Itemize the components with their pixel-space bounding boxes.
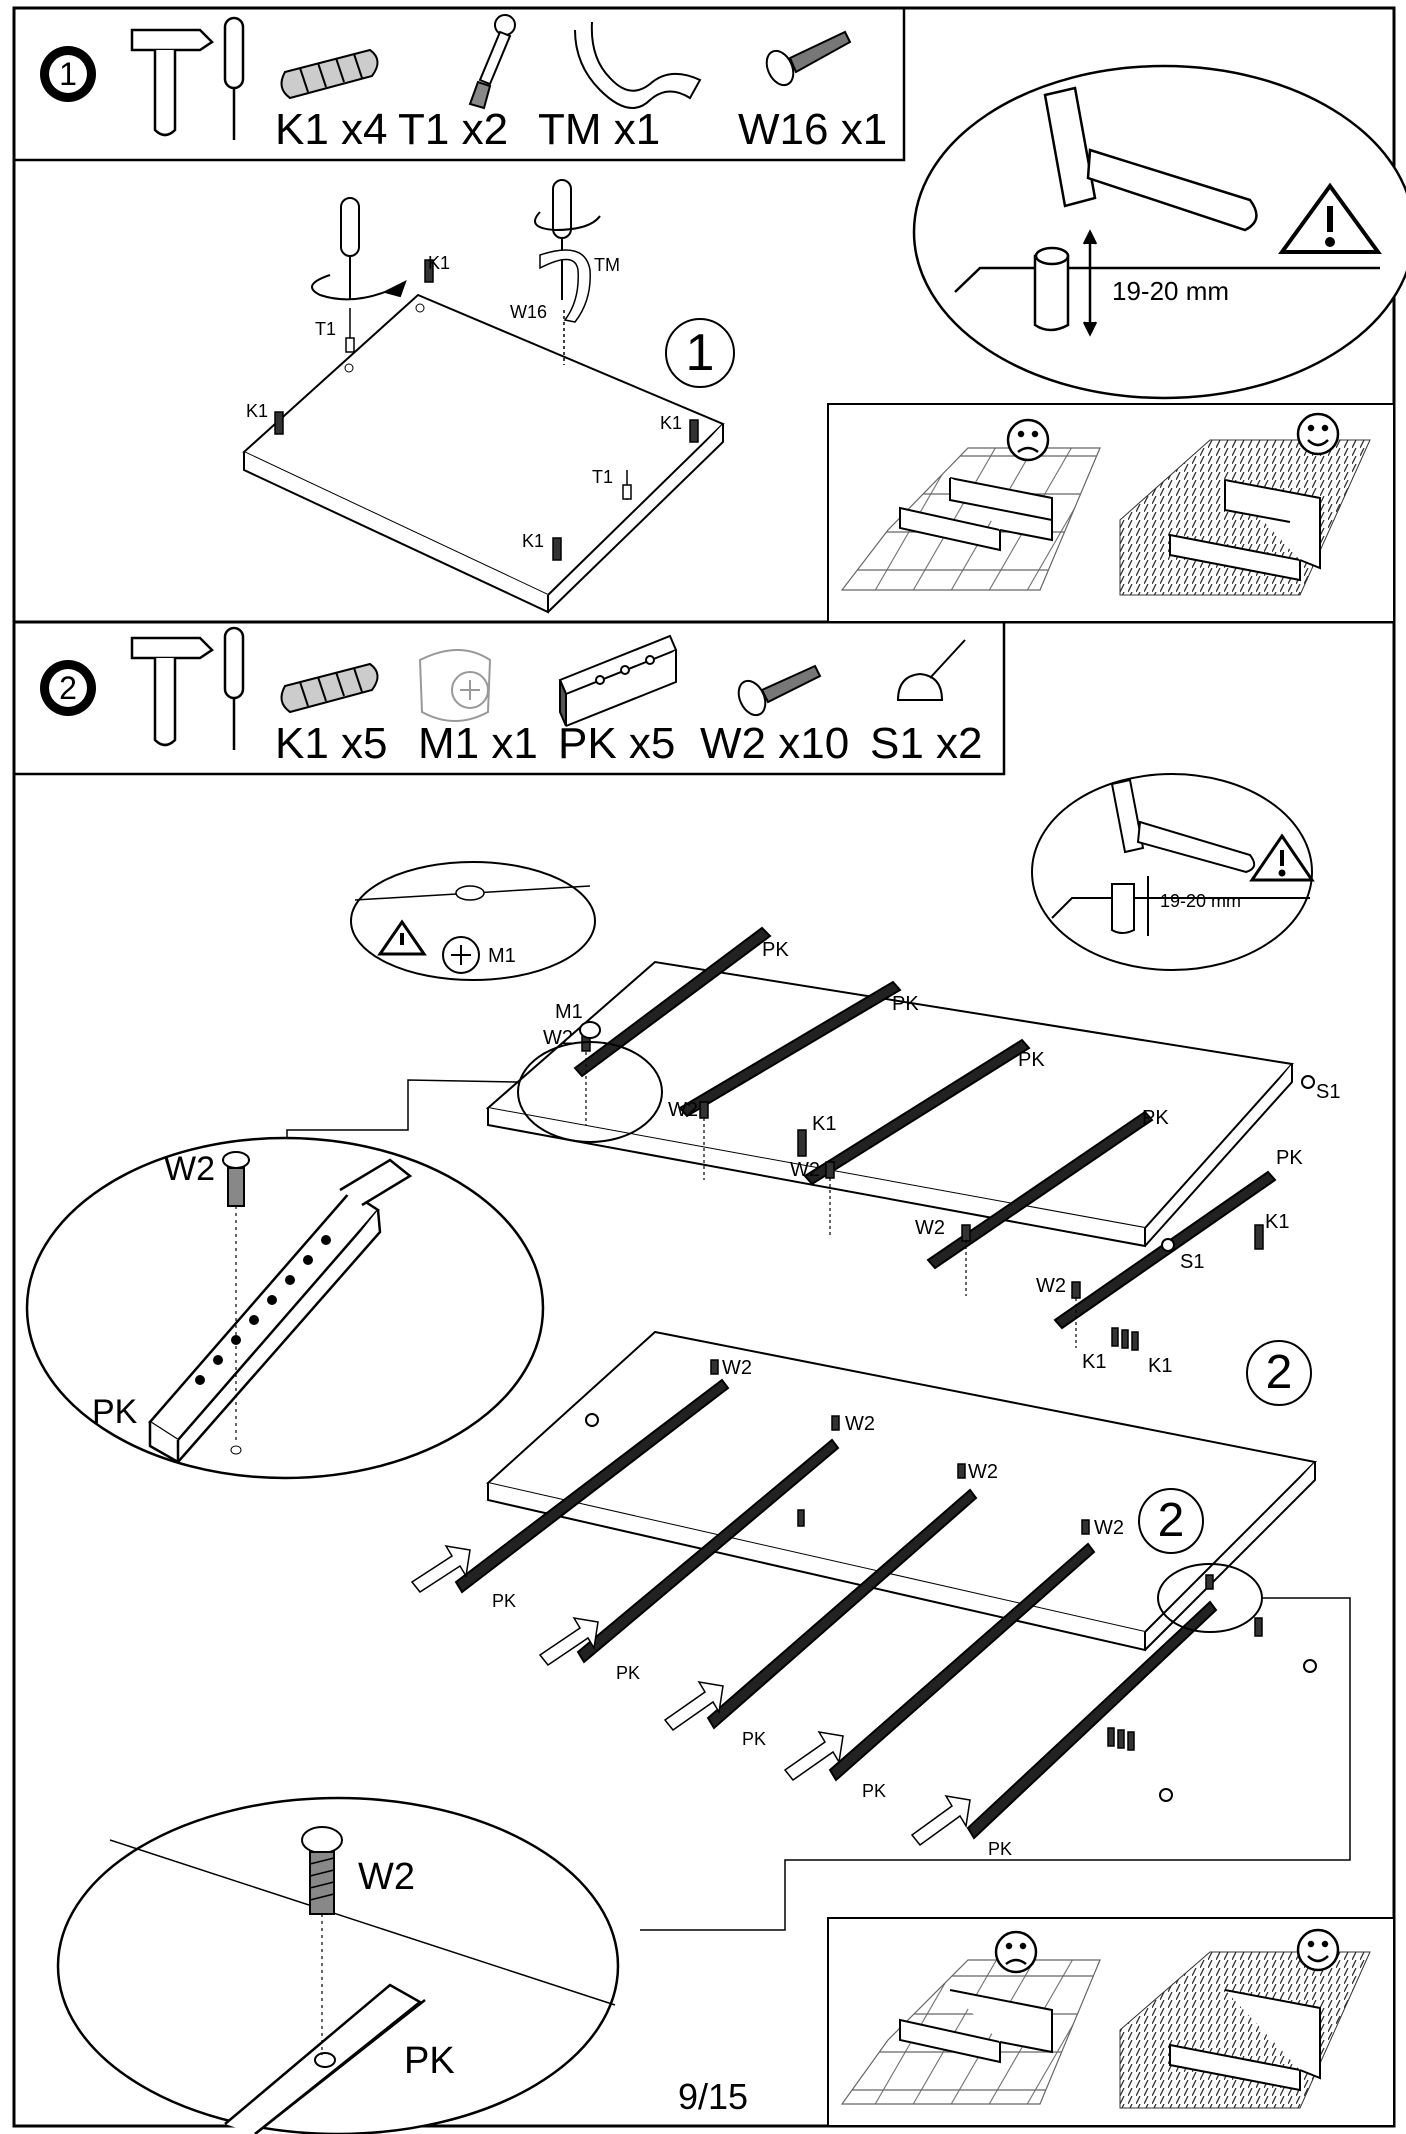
label-w2: W2: [1094, 1517, 1124, 1539]
screw-icon-2: [737, 664, 822, 717]
cam-lock-icon: [418, 649, 492, 722]
sad-face-icon-2: [994, 1930, 1038, 1974]
label-pk: PK: [616, 1663, 641, 1683]
rail-profile-icon: [558, 634, 678, 727]
label-pk: PK: [1142, 1107, 1169, 1129]
label-pk: PK: [862, 1781, 887, 1801]
part-label-k1: K1 x4: [275, 105, 388, 154]
label-pk: PK: [742, 1729, 767, 1749]
screw-detail-bubble: [56, 1796, 620, 2134]
label-k1: K1: [1265, 1211, 1290, 1233]
label-w2: W2: [968, 1461, 998, 1483]
rails-upper: [573, 926, 1277, 1330]
part-label-s1: S1 x2: [870, 719, 983, 768]
label-w2-zoom: W2: [358, 1856, 415, 1898]
label-w2: W2: [790, 1159, 820, 1181]
rails-lower: [454, 1378, 1218, 1840]
step-2-number: 2: [49, 669, 87, 707]
dowel-icon: [280, 48, 379, 100]
label-t1: T1: [315, 319, 337, 339]
label-s1: S1: [1316, 1081, 1341, 1103]
label-m1: M1: [555, 1001, 583, 1023]
part-label-w16: W16 x1: [738, 105, 888, 154]
label-m1: M1: [488, 945, 516, 967]
warning-icon-1: [1278, 182, 1382, 254]
panel-2-callout-lower: 2: [1138, 1488, 1204, 1554]
panel-2-upper: [485, 960, 1294, 1248]
hammer-icon: [130, 28, 214, 137]
step-1-number: 1: [49, 55, 87, 93]
label-pk: PK: [1276, 1147, 1303, 1169]
part-label-pk: PK x5: [558, 719, 676, 768]
label-k1: K1: [660, 413, 683, 433]
label-k1: K1: [812, 1113, 837, 1135]
screwdriver-icon: [223, 16, 245, 140]
panel-2-number: 2: [1157, 1494, 1185, 1547]
label-k1: K1: [428, 253, 451, 273]
label-k1: K1: [1148, 1355, 1173, 1377]
label-pk: PK: [988, 1839, 1013, 1859]
happy-face-icon-2: [1296, 1928, 1340, 1972]
label-w2: W2: [722, 1357, 752, 1379]
label-s1: S1: [1180, 1251, 1205, 1273]
label-t1: T1: [592, 467, 614, 487]
glide-icon: [896, 639, 966, 701]
label-k1: K1: [522, 531, 545, 551]
panel-2-callout-upper: 2: [1246, 1340, 1312, 1406]
part-label-t1: T1 x2: [398, 105, 509, 154]
label-w2: W2: [1036, 1275, 1066, 1297]
dowel-icon-2: [280, 662, 379, 714]
bolt-icon: [468, 14, 516, 110]
label-w2-detail: W2: [164, 1150, 215, 1188]
label-w2: W2: [845, 1413, 875, 1435]
label-pk-zoom: PK: [404, 2040, 455, 2082]
label-w16: W16: [510, 302, 548, 322]
panel-1-number: 1: [685, 324, 715, 382]
part-label-w2: W2 x10: [700, 719, 850, 768]
part-label-k1-2: K1 x5: [275, 719, 388, 768]
label-w2: W2: [668, 1099, 698, 1121]
panel-2-lower: [485, 1330, 1318, 1652]
label-pk: PK: [1018, 1049, 1045, 1071]
sad-face-icon-1: [1006, 418, 1050, 462]
cam-lock-small-icon: [442, 936, 480, 974]
label-pk: PK: [492, 1591, 517, 1611]
part-label-m1: M1 x1: [418, 719, 538, 768]
label-pk: PK: [762, 939, 789, 961]
panel-2-number: 2: [1265, 1346, 1293, 1399]
hammer-icon-2: [130, 636, 214, 747]
screwdriver-icon-2: [223, 626, 245, 750]
warning-icon-2: [1249, 833, 1315, 882]
template-strip-icon: [574, 21, 702, 109]
label-pk: PK: [892, 993, 919, 1015]
screw-icon: [765, 30, 852, 87]
label-w2: W2: [915, 1217, 945, 1239]
step-1-badge: 1: [40, 46, 96, 102]
label-w2: W2: [543, 1027, 573, 1049]
label-k1: K1: [246, 401, 269, 421]
measure-label-2: 19-20 mm: [1160, 891, 1242, 911]
happy-face-icon-1: [1296, 412, 1340, 456]
label-tm: TM: [594, 255, 620, 275]
measure-label-1: 19-20 mm: [1112, 276, 1230, 306]
panel-1-callout: 1: [665, 318, 735, 388]
step-2-badge: 2: [40, 660, 96, 716]
panel-1: [242, 293, 725, 614]
warning-bubble-2: [1031, 773, 1313, 971]
part-label-tm: TM x1: [538, 105, 661, 154]
page-number: 9/15: [678, 2076, 749, 2117]
label-pk-detail: PK: [92, 1393, 138, 1431]
label-k1: K1: [1082, 1351, 1107, 1373]
warning-icon-3: [377, 919, 427, 956]
